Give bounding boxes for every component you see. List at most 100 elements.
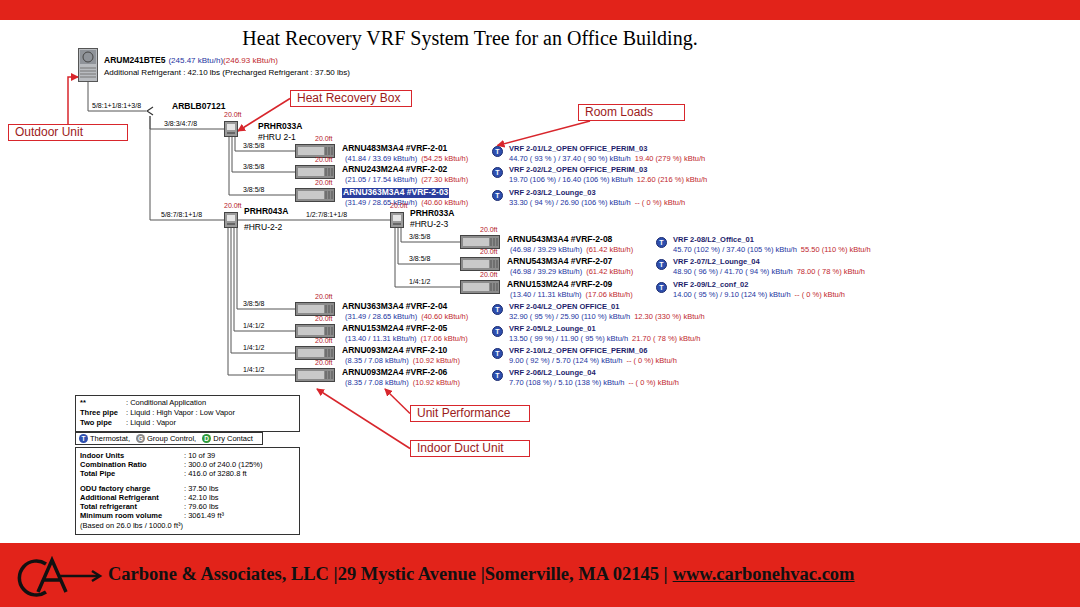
legend-letter: T bbox=[79, 434, 88, 443]
room-load: 55.50 (110 %) kBtu/h bbox=[801, 245, 871, 254]
refrigerant-pipe bbox=[88, 82, 146, 111]
unit-model: ARNU093M2A4 #VRF-2-10 bbox=[342, 346, 447, 356]
room-load: -- ( 0 %) kBtu/h bbox=[626, 356, 676, 365]
pipe-size: 5/8:1+1/8:1+3/8 bbox=[91, 102, 142, 110]
room-load: 21.70 ( 78 %) kBtu/h bbox=[632, 334, 700, 343]
summary-value: : 42.10 lbs bbox=[184, 494, 219, 503]
thermostat-letter: T bbox=[493, 349, 502, 358]
heat-recovery-box: 20.0ftPRHR043A#HRU-2-2 bbox=[224, 212, 238, 228]
room-load-line: 13.50 ( 99 %) / 11.90 ( 95 %) kBtu/h21.7… bbox=[509, 335, 700, 344]
indoor-duct-unit: 20.0ftARNU363M3A4 #VRF-2-03(31.49 / 28.6… bbox=[295, 188, 471, 209]
unit-model: ARNU543M3A4 #VRF-2-07 bbox=[507, 257, 612, 267]
top-band bbox=[0, 0, 1080, 20]
summary-note: (Based on 26.0 lbs / 1000.0 ft³) bbox=[80, 522, 183, 531]
thermostat-letter: T bbox=[657, 238, 666, 247]
room-load-line: 32.90 ( 95 %) / 25.90 (110 %) kBtu/h 12.3… bbox=[509, 313, 705, 322]
summary-key: Additional Refrigerant bbox=[80, 494, 159, 503]
callout-box: Unit Performance bbox=[410, 405, 530, 422]
callout-text: Heat Recovery Box bbox=[297, 92, 405, 105]
unit-capacity: (40.60 kBtu/h) bbox=[421, 198, 468, 207]
unit-capacity: (46.98 / 39.29 kBtu/h) bbox=[510, 267, 582, 276]
room-load: 12.30 (330 %) kBtu/h bbox=[634, 312, 704, 321]
pipe-length: 20.0ft bbox=[315, 135, 333, 143]
room-load-line: 14.00 ( 95 %) / 9.10 (124 %) kBtu/h -- ( … bbox=[673, 291, 845, 300]
legend-text: Thermostat, bbox=[90, 434, 130, 443]
room-name: VRF 2-01/L2_OPEN OFFICE_PERIM_03 bbox=[509, 145, 647, 154]
pipe-length: 20.0ft bbox=[315, 337, 333, 345]
hru-model: PRHR043A bbox=[244, 207, 288, 217]
duct-unit-icon bbox=[295, 368, 335, 382]
legend-letter: D bbox=[202, 434, 211, 443]
outdoor-unit: ARUM241BTE5(245.47 kBtu/h)(246.93 kBtu/h… bbox=[78, 48, 98, 82]
room-name: VRF 2-08/L2_Office_01 bbox=[673, 236, 754, 245]
pipe-size: 3/8:3/4:7/8 bbox=[163, 120, 198, 128]
unit-capacity: (10.92 kBtu/h) bbox=[413, 378, 460, 387]
room-name: VRF 2-06/L2_Lounge_04 bbox=[509, 369, 596, 378]
company-logo bbox=[19, 560, 100, 595]
unit-capacity: (13.40 / 11.31 kBtu/h) bbox=[345, 334, 417, 343]
room-load: -- ( 0 %) kBtu/h bbox=[635, 198, 685, 207]
room-load-line: 44.70 ( 93 % ) / 37.40 ( 90 %) kBtu/h19.… bbox=[509, 155, 705, 164]
callout-box: Heat Recovery Box bbox=[290, 90, 412, 107]
refrigerant-pipe bbox=[395, 228, 460, 287]
refrigerant-pipe bbox=[401, 228, 460, 242]
summary-value: : 3061.49 ft³ bbox=[184, 512, 224, 521]
hru-icon bbox=[224, 121, 238, 137]
room-name: VRF 2-04/L2_OPEN OFFICE_01 bbox=[509, 303, 619, 312]
unit-model: ARNU093M2A4 #VRF-2-06 bbox=[342, 368, 447, 378]
thermostat: TVRF 2-05/L2_Lounge_0113.50 ( 99 %) / 11… bbox=[492, 326, 503, 337]
summary-value: : 10 of 39 bbox=[184, 452, 215, 461]
unit-capacity: (8.35 / 7.08 kBtu/h) bbox=[345, 378, 409, 387]
unit-capacity: (46.98 / 39.29 kBtu/h) bbox=[510, 245, 582, 254]
refrigerant-pipe bbox=[228, 228, 295, 375]
company-address: Carbone & Associates, LLC |29 Mystic Ave… bbox=[108, 564, 668, 584]
pipe-size: 1/4:1/2 bbox=[242, 344, 265, 352]
summary-key: Total Pipe bbox=[80, 470, 115, 479]
room-load: -- ( 0 %) kBtu/h bbox=[795, 290, 845, 299]
performance-line: (13.40 / 11.31 kBtu/h) (17.06 kBtu/h) bbox=[345, 335, 468, 344]
unit-capacity: (17.06 kBtu/h) bbox=[586, 290, 633, 299]
hru-icon bbox=[390, 212, 404, 228]
legend-box: **: Conditional ApplicationThree pipe: L… bbox=[75, 395, 300, 432]
performance-line: (8.35 / 7.08 kBtu/h) (10.92 kBtu/h) bbox=[345, 379, 460, 388]
legend-swatch: G bbox=[136, 434, 145, 443]
legend-term: ** bbox=[80, 399, 86, 408]
room-name: VRF 2-07/L2_Lounge_04 bbox=[673, 258, 760, 267]
room-name: VRF 2-05/L2_Lounge_01 bbox=[509, 325, 596, 334]
room-load-line: 48.90 ( 96 %) / 41.70 ( 94 %) kBtu/h78.0… bbox=[673, 268, 865, 277]
summary-key: Total refrigerant bbox=[80, 503, 137, 512]
thermostat-letter: T bbox=[493, 305, 502, 314]
callout-arrow bbox=[385, 389, 410, 414]
refrigerant-pipe bbox=[150, 116, 224, 129]
unit-capacity: (61.42 kBtu/h) bbox=[586, 245, 633, 254]
unit-model: ARNU243M2A4 #VRF-2-02 bbox=[342, 165, 447, 175]
footer-band bbox=[0, 543, 1080, 607]
duct-unit-icon bbox=[460, 280, 500, 294]
unit-capacity: (17.06 kBtu/h) bbox=[421, 334, 468, 343]
pipe-length: 20.0ft bbox=[224, 111, 242, 119]
legend-swatch: D bbox=[202, 434, 211, 443]
room-load: 44.70 ( 93 % ) / 37.40 ( 90 %) kBtu/h bbox=[509, 154, 631, 163]
pipe-size: 1/4:1/2 bbox=[242, 322, 265, 330]
callout-box: Room Loads bbox=[578, 104, 685, 121]
duct-unit-icon bbox=[295, 324, 335, 338]
thermostat: TVRF 2-01/L2_OPEN OFFICE_PERIM_0344.70 (… bbox=[492, 146, 503, 157]
room-load: 9.00 ( 92 %) / 5.70 (124 %) kBtu/h bbox=[509, 356, 622, 365]
unit-capacity: (31.49 / 28.65 kBtu/h) bbox=[345, 312, 417, 321]
branch-symbol bbox=[146, 106, 154, 116]
pipe-length: 20.0ft bbox=[480, 271, 498, 279]
heat-recovery-box: 20.0ftPRHR033A#HRU 2-1 bbox=[224, 121, 238, 137]
refrigerant-pipe bbox=[150, 116, 224, 220]
unit-model: ARNU363M3A4 #VRF-2-03 bbox=[342, 188, 449, 198]
room-load: 32.90 ( 95 %) / 25.90 (110 %) kBtu/h bbox=[509, 312, 630, 321]
thermostat: TVRF 2-10/L2_OPEN OFFICE_PERIM_069.00 ( … bbox=[492, 348, 503, 359]
thermostat: TVRF 2-09/L2_conf_0214.00 ( 95 %) / 9.10… bbox=[656, 282, 667, 293]
legend-strip: TThermostat,GGroup Control,DDry Contact bbox=[75, 432, 263, 445]
unit-model: ARNU153M2A4 #VRF-2-09 bbox=[507, 280, 612, 290]
pipe-size: 3/8:5/8 bbox=[242, 163, 265, 171]
room-load: 14.00 ( 95 %) / 9.10 (124 %) kBtu/h bbox=[673, 290, 791, 299]
performance-line: (31.49 / 28.65 kBtu/h)(40.60 kBtu/h) bbox=[345, 313, 468, 322]
room-load: 19.70 (106 %) / 16.40 (106 %) kBtu/h bbox=[509, 175, 633, 184]
